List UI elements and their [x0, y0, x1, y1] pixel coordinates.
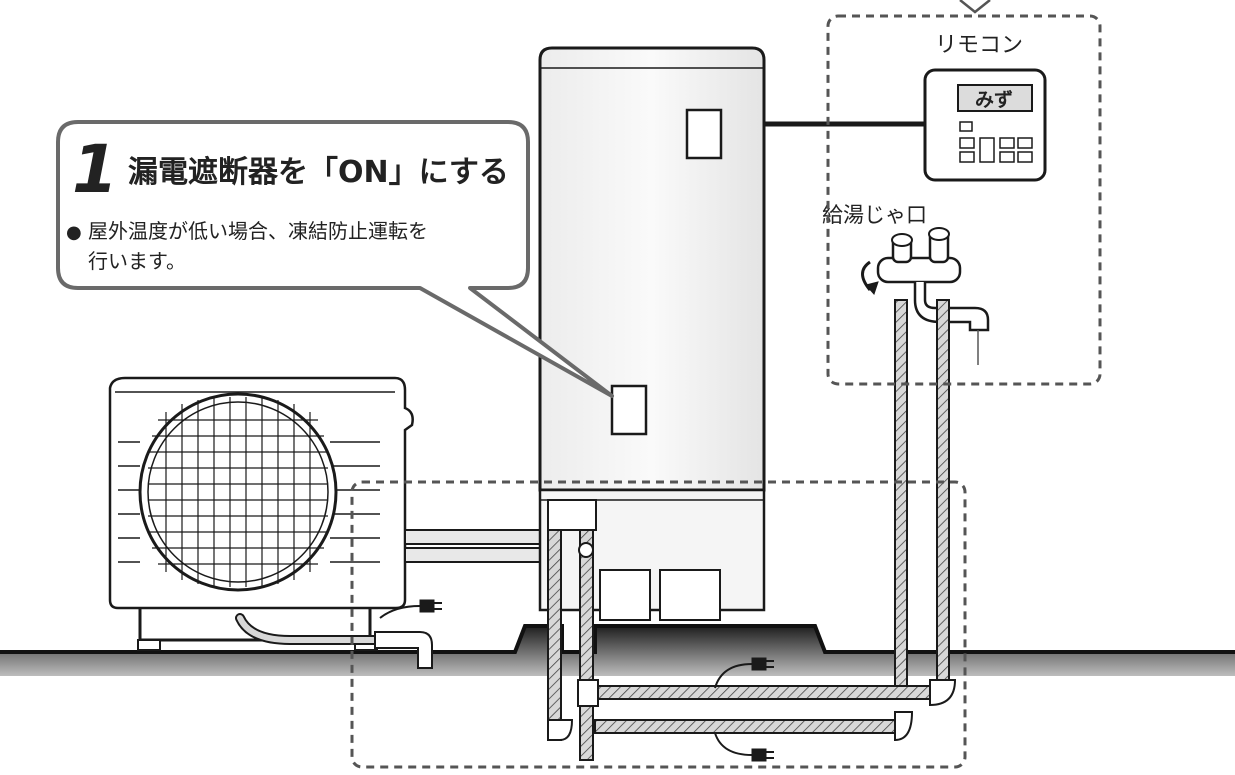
- tank-panel-top: [685, 108, 723, 160]
- remote-label: リモコン: [935, 33, 1023, 58]
- note-line-1: 屋外温度が低い場合、凍結防止運転を: [88, 219, 428, 243]
- hot-water-faucet: [861, 227, 990, 365]
- remote-faucet-highlight: [826, 14, 1102, 386]
- underground-pipes: [547, 499, 957, 761]
- outdoor-heat-pump-unit: [108, 376, 414, 651]
- faucet-supply-pipes: [894, 299, 950, 691]
- faucet-label: 給湯じゃ口: [822, 203, 927, 227]
- power-plug-pipe-1: [714, 657, 774, 689]
- power-plug-outdoor: [379, 599, 442, 619]
- remote-controller: [923, 68, 1047, 182]
- fan-grille: [138, 392, 338, 592]
- note-bullet: ●: [66, 222, 82, 243]
- pointer-arrow-icon: [959, 0, 991, 14]
- power-plug-pipe-2: [714, 732, 774, 762]
- hot-water-tank: [538, 46, 766, 621]
- instruction-callout: [56, 120, 614, 398]
- earth-leakage-breaker: [610, 384, 648, 436]
- piping-highlight: [350, 480, 967, 769]
- step-number: 1: [72, 131, 118, 208]
- drain-pipe: [235, 613, 433, 669]
- ground: [0, 624, 1235, 676]
- remote-display-text: みず: [975, 89, 1013, 111]
- note-line-2: 行います。: [88, 249, 186, 273]
- step-heading: 漏電遮断器を「ON」にする: [128, 155, 509, 190]
